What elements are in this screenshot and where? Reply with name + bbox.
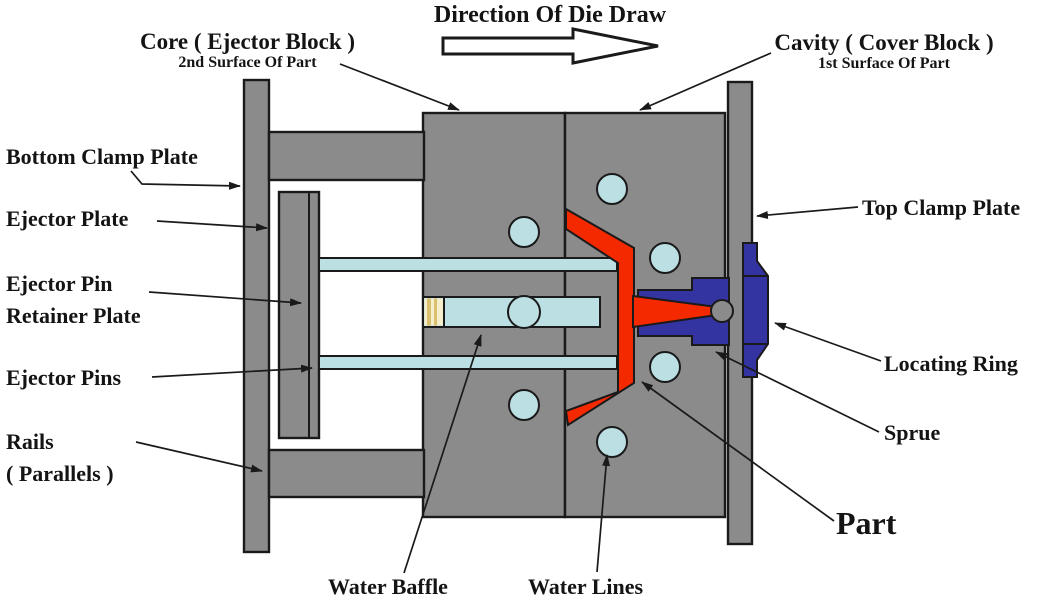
ejector-plate-shape [277, 190, 321, 440]
water-line-circle [596, 426, 628, 458]
label-ejector-plate: Ejector Plate [6, 206, 129, 231]
water-line-circle [649, 242, 681, 274]
label-part: Part [836, 505, 897, 541]
label-core: Core ( Ejector Block ) 2nd Surface Of Pa… [105, 29, 390, 72]
retainer-label-line1: Ejector Pin [6, 271, 113, 296]
sprue-tip-circle [710, 299, 734, 323]
ejector-pin-bottom-shape [318, 355, 618, 370]
label-ejector-pin-retainer-plate: Ejector Pin Retainer Plate [6, 271, 141, 336]
rails-label-line2: ( Parallels ) [6, 461, 114, 487]
core-label-line2: 2nd Surface Of Part [178, 54, 317, 72]
molded-part-shape [564, 207, 635, 427]
leader-cavity [639, 52, 772, 111]
cavity-label-line2: 1st Surface Of Part [818, 55, 950, 73]
label-cavity: Cavity ( Cover Block ) 1st Surface Of Pa… [742, 30, 1026, 73]
label-water-baffle: Water Baffle [328, 574, 448, 599]
ejector-pin-top-shape [318, 257, 618, 272]
label-ejector-pins: Ejector Pins [6, 365, 122, 390]
rail-bottom-shape [267, 448, 426, 499]
label-rails-parallels: Rails ( Parallels ) [6, 429, 114, 494]
leader-lines [130, 52, 882, 574]
cavity-label-line1: Cavity ( Cover Block ) [774, 30, 994, 55]
label-top-clamp-plate: Top Clamp Plate [862, 195, 1021, 220]
core-label-line1: Core ( Ejector Block ) [139, 29, 356, 54]
water-baffle-shape [422, 295, 601, 329]
bottom-clamp-plate-shape [242, 78, 271, 554]
leader-core [339, 63, 460, 111]
leader-retainer-plate [148, 291, 302, 307]
water-line-circle [508, 216, 540, 248]
leader-locating-ring [774, 322, 882, 362]
label-water-lines: Water Lines [528, 574, 644, 599]
leader-ejector-pins [151, 364, 313, 378]
water-line-circles [508, 173, 681, 458]
leader-ejector-plate [156, 220, 268, 232]
direction-arrow-icon [441, 27, 659, 65]
label-locating-ring: Locating Ring [884, 351, 1018, 376]
label-bottom-clamp-plate: Bottom Clamp Plate [6, 144, 198, 169]
ejector-plate-assembly-shape [277, 190, 321, 440]
leader-water-baffle [403, 334, 482, 574]
locating-ring-shape [742, 242, 769, 378]
title-direction-of-die-draw: Direction Of Die Draw [433, 2, 667, 28]
rails-label-line1: Rails [6, 429, 54, 454]
leader-sprue [715, 351, 880, 433]
leader-part [641, 381, 835, 522]
retainer-label-line2: Retainer Plate [6, 303, 141, 329]
leader-bottom-clamp-plate [130, 170, 241, 190]
water-line-circle [508, 389, 540, 421]
label-sprue: Sprue [884, 420, 941, 445]
leader-top-clamp-plate [756, 206, 859, 220]
leader-rails [135, 441, 263, 473]
water-line-circle [649, 351, 681, 383]
leader-water-lines [596, 454, 611, 573]
rail-top-shape [267, 130, 426, 182]
baffle-water-circle [507, 295, 541, 329]
water-line-circle [596, 173, 628, 205]
